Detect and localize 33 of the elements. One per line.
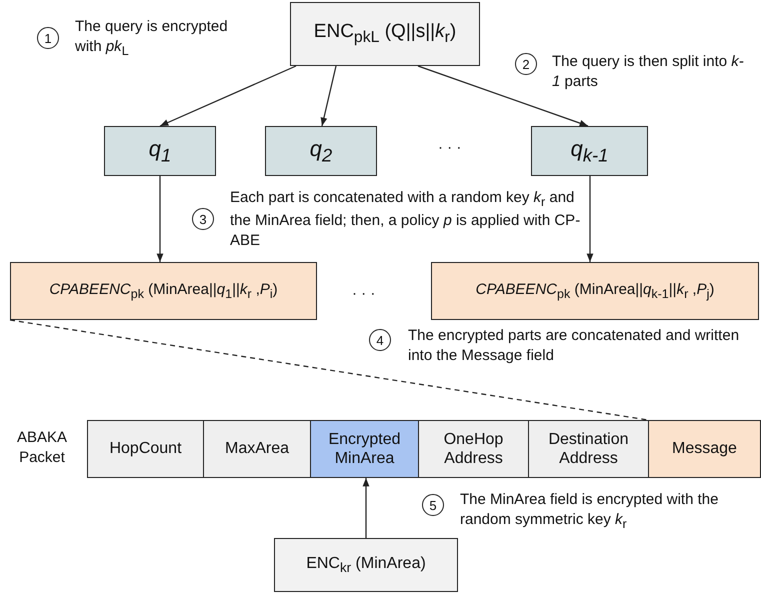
process-box: ENC$_{pk}$$_{L}$ (Q||s||k$_{r}$)	[290, 2, 480, 66]
ellipsis: · · ·	[438, 138, 462, 158]
step-note: The query is encrypted with pk$_{L}$	[75, 17, 229, 60]
packet-field: Encrypted MinArea	[310, 420, 418, 478]
step-note: Each part is concatenated with a random key k$_{r}$ and the MinArea field; then, a policy p is applied with CP-ABE	[230, 188, 582, 252]
part-box: q$_{k-1}$	[531, 126, 648, 176]
packet-field: HopCount	[87, 420, 203, 478]
part-box: q$_{1}$	[104, 126, 216, 176]
packet-label: ABAKA Packet	[16, 428, 68, 468]
step-number: 4	[369, 329, 391, 351]
process-box: ENC$_{k}$$_{r}$ (MinArea)	[274, 538, 458, 592]
ciphertext-box: CPABEENC$_{pk}$ (MinArea||q$_{k-1}$||k$_{r}$ ,P$_{j}$)	[431, 262, 759, 320]
arrow	[362, 478, 370, 538]
step-number: 1	[37, 27, 59, 49]
step-number: 5	[422, 494, 444, 516]
packet-field: Destination Address	[528, 420, 648, 478]
arrow	[418, 65, 588, 127]
ciphertext-box: CPABEENC$_{pk}$ (MinArea||q$_{1}$||k$_{r}$ ,P$_{i}$)	[10, 262, 317, 320]
step-note: The encrypted parts are concatenated and written into the Message field	[408, 326, 740, 366]
packet-field: MaxArea	[203, 420, 310, 478]
packet-field: OneHop Address	[418, 420, 528, 478]
dashed-connector	[10, 319, 648, 421]
step-number: 3	[192, 208, 214, 230]
arrow	[160, 65, 296, 127]
step-note: The query is then split into k-1 parts	[552, 52, 745, 92]
step-note: The MinArea field is encrypted with the random symmetric key k$_{r}$	[460, 490, 720, 534]
ellipsis: · · ·	[352, 284, 376, 304]
arrow	[320, 66, 337, 126]
arrow	[156, 176, 164, 262]
step-number: 2	[515, 53, 537, 75]
part-box: q$_{2}$	[265, 126, 377, 176]
packet-field: Message	[648, 420, 761, 478]
arrow	[586, 176, 594, 262]
